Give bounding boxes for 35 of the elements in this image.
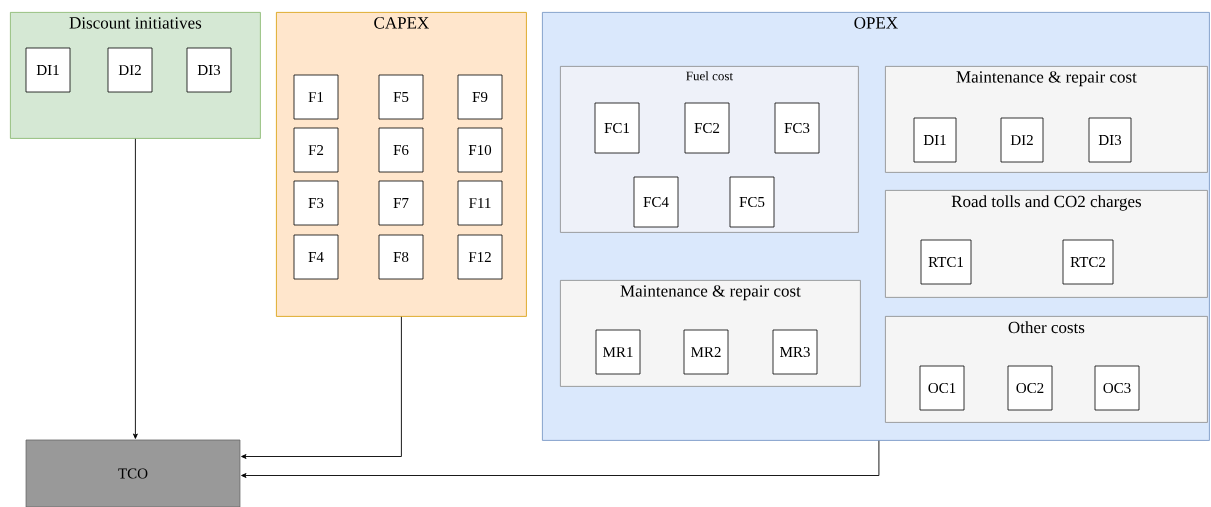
item-box: FC3 [774,102,820,154]
item-box: FC4 [633,176,679,228]
arrow [133,138,138,439]
item-box: F9 [457,74,503,120]
item-box: MR3 [772,329,818,375]
item-box: DI2 [1000,117,1044,163]
item-box: RTC1 [920,239,972,285]
item-box: MR1 [595,329,641,375]
item-box: F12 [457,234,503,280]
item-box: FC1 [594,102,640,154]
item-box: F3 [293,180,339,226]
item-box: FC5 [729,176,775,228]
item-box: DI3 [186,47,232,93]
item-box: FC2 [684,102,730,154]
item-box: OC1 [919,365,965,411]
item-box: F7 [378,180,424,226]
result-box: TCO [25,439,241,507]
item-box: DI1 [913,117,957,163]
item-box: F1 [293,74,339,120]
item-box: RTC2 [1062,239,1114,285]
arrow [241,316,402,459]
item-box: DI3 [1088,117,1132,163]
item-box: DI1 [25,47,71,93]
item-box: F10 [457,127,503,173]
item-box: F4 [293,234,339,280]
item-box: F5 [378,74,424,120]
item-box: F2 [293,127,339,173]
item-box: OC3 [1094,365,1140,411]
item-box: F6 [378,127,424,173]
item-box: MR2 [683,329,729,375]
item-box: F8 [378,234,424,280]
item-box: F11 [457,180,503,226]
item-box: DI2 [107,47,153,93]
arrow [241,440,880,478]
item-box: OC2 [1007,365,1053,411]
